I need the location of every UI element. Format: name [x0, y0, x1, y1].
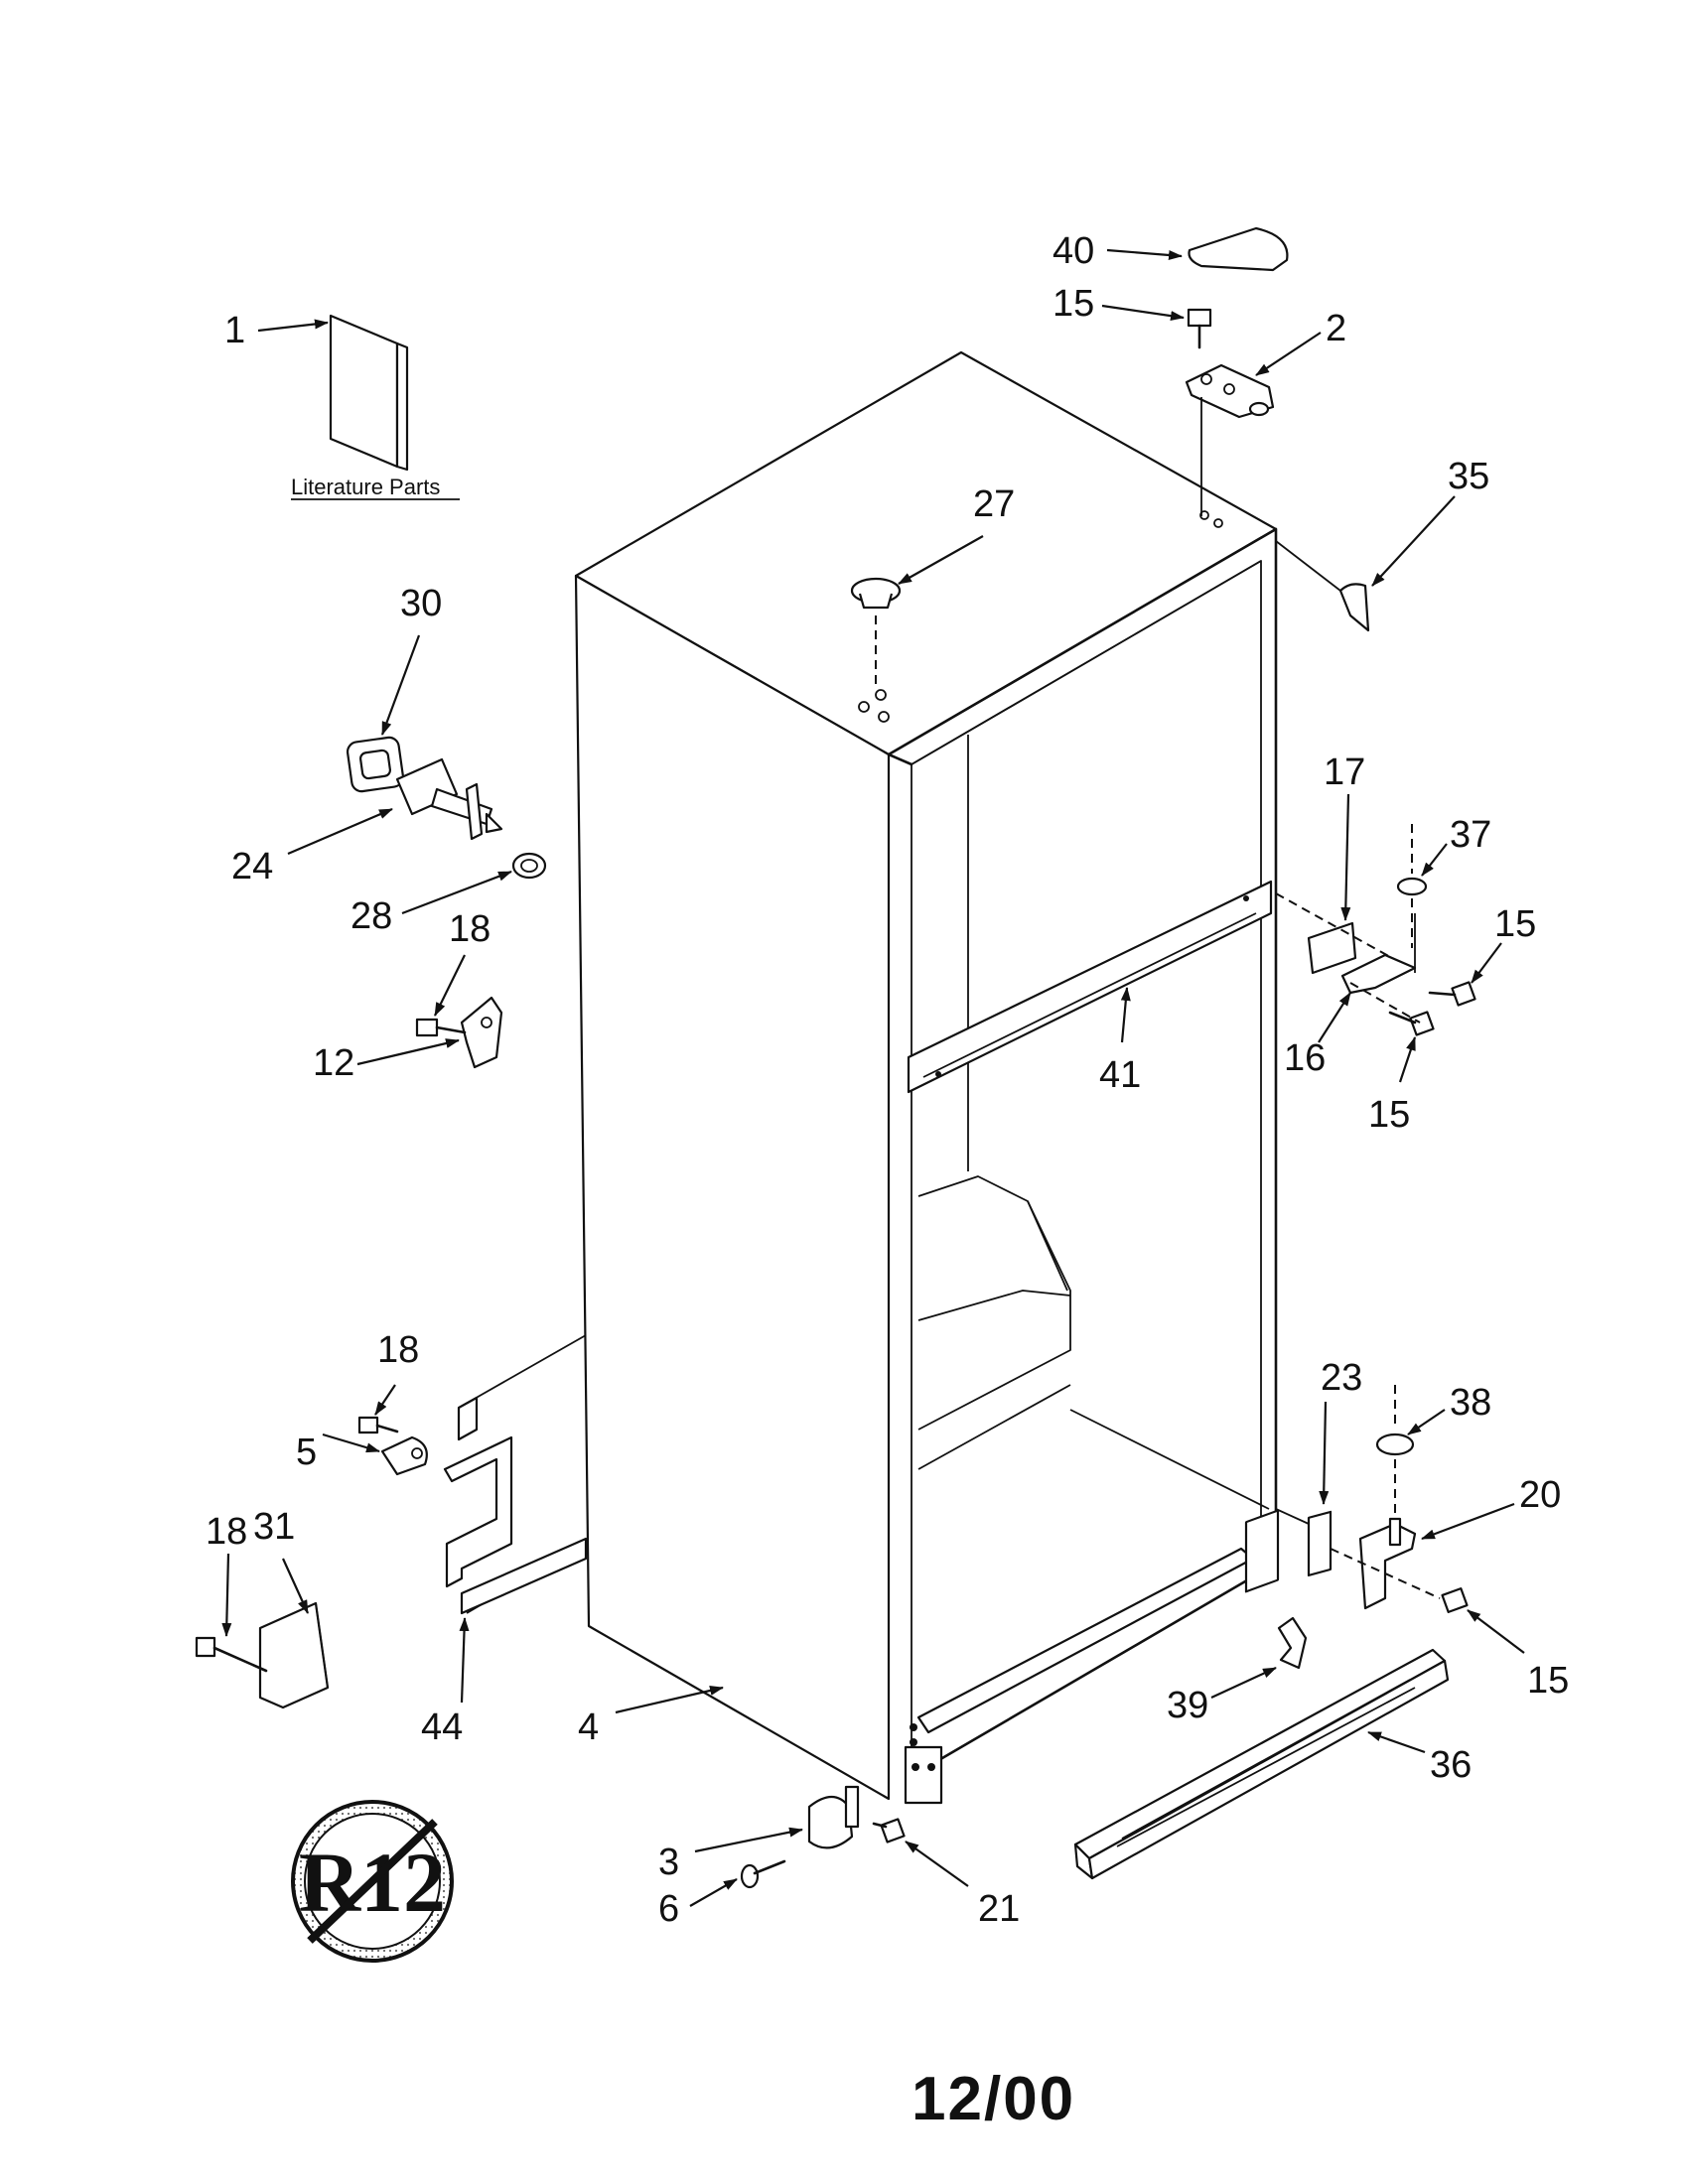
part-6-pin	[740, 1859, 786, 1889]
refrigerator-cabinet	[574, 350, 1280, 1805]
callout-15-top: 15	[1052, 283, 1094, 325]
part-30-gasket	[346, 736, 405, 793]
callout-44: 44	[421, 1706, 463, 1748]
callout-18-lower: 18	[377, 1329, 419, 1371]
part-28-washer	[511, 852, 547, 880]
part-31-cover	[258, 1601, 330, 1709]
callout-15-bottom: 15	[1527, 1660, 1569, 1702]
callout-27: 27	[973, 483, 1015, 525]
callout-38: 38	[1450, 1382, 1491, 1424]
part-24-shaft	[395, 757, 503, 841]
callout-21: 21	[978, 1888, 1020, 1930]
callout-40: 40	[1052, 230, 1094, 272]
callout-28: 28	[351, 895, 392, 937]
no-r12-badge: R12	[291, 1800, 454, 1963]
part-12-bracket	[460, 996, 503, 1069]
part-21-screw	[872, 1818, 906, 1843]
part-20-bottom-hinge	[1358, 1517, 1417, 1610]
callout-39: 39	[1167, 1685, 1208, 1726]
callout-labels: 1 40 15 2 35 27 30 24 28 18 12 17 37 15 …	[206, 230, 1569, 1930]
part-2-top-hinge	[1185, 363, 1275, 516]
callout-24: 24	[231, 846, 273, 887]
callout-4: 4	[578, 1706, 599, 1748]
callout-30: 30	[400, 583, 442, 624]
part-39-clip	[1277, 1616, 1308, 1670]
callout-18-cover: 18	[206, 1511, 247, 1553]
callout-41: 41	[1099, 1054, 1141, 1096]
part-5-clamp	[380, 1435, 428, 1476]
date-code: 12/00	[912, 2065, 1075, 2133]
part-27-plug	[850, 577, 902, 685]
callout-2: 2	[1326, 308, 1346, 349]
callout-20: 20	[1519, 1474, 1561, 1516]
part-15-screw-top	[1187, 308, 1212, 349]
part-3-roller	[807, 1785, 860, 1849]
callout-37: 37	[1450, 814, 1491, 856]
part-15-screws-middle	[1349, 981, 1476, 1036]
callout-23: 23	[1321, 1357, 1362, 1399]
callout-1: 1	[224, 310, 245, 351]
literature-caption: Literature Parts	[291, 475, 440, 499]
part-36-toe-grille	[1073, 1648, 1450, 1880]
part-15-screw-bottom	[1330, 1548, 1469, 1613]
callout-15-middle-b: 15	[1368, 1094, 1410, 1136]
part-18-screw-cover	[195, 1636, 268, 1673]
callout-17: 17	[1324, 751, 1365, 793]
callout-15-middle-a: 15	[1494, 903, 1536, 945]
part-18-screw-upper	[415, 1018, 467, 1037]
callout-12: 12	[313, 1042, 354, 1084]
part-40-hinge-cover	[1188, 226, 1289, 272]
callout-36: 36	[1430, 1744, 1472, 1786]
callout-3: 3	[658, 1842, 679, 1883]
callout-5: 5	[296, 1432, 317, 1473]
part-38-washer	[1375, 1385, 1415, 1524]
part-16-middle-hinge	[1340, 913, 1417, 995]
callout-arrows	[221, 248, 1525, 1907]
callout-6: 6	[658, 1888, 679, 1930]
part-35-clip	[1275, 540, 1370, 632]
callout-18-upper: 18	[449, 908, 491, 950]
callout-35: 35	[1448, 456, 1489, 497]
callout-16: 16	[1284, 1037, 1326, 1079]
part-37-washer	[1396, 824, 1428, 948]
callout-31: 31	[253, 1506, 295, 1548]
part-44-bracket-plate	[443, 1334, 588, 1615]
literature-parts: Literature Parts	[291, 314, 460, 500]
part-23-shim	[1275, 1508, 1333, 1576]
part-18-screw-lower	[357, 1416, 399, 1434]
